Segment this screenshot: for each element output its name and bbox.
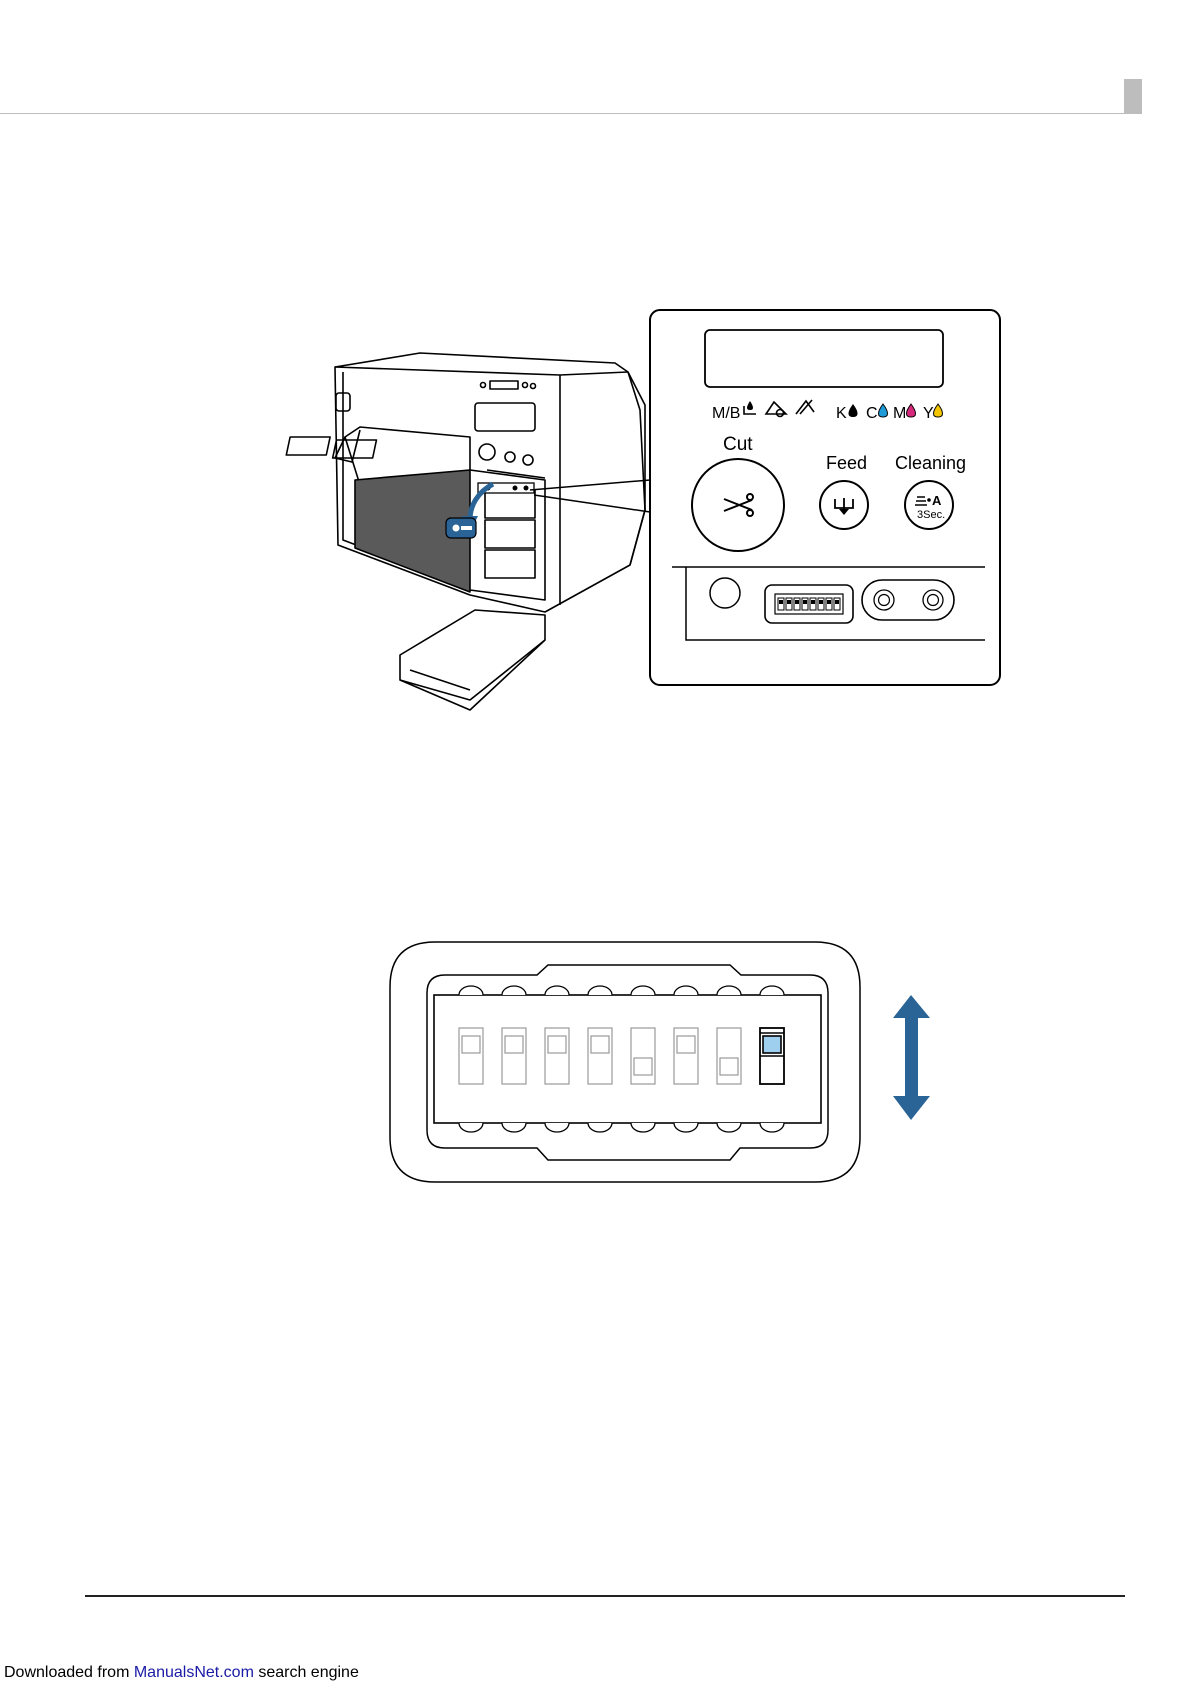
dip-pin-bottom (588, 1123, 612, 1132)
ink-m-label: M (893, 405, 906, 422)
cleaning-button (905, 481, 953, 529)
dip-switch-levers (459, 1028, 784, 1084)
up-down-arrow-icon (893, 995, 930, 1120)
dip-pin-bottom (631, 1123, 655, 1132)
dip-switch-lever[interactable] (760, 1028, 784, 1084)
dip-pin-top (545, 986, 569, 995)
footer-suffix: search engine (254, 1664, 359, 1681)
mb-indicator-label: M/B (712, 405, 740, 422)
dip-pin-top (717, 986, 741, 995)
dip-pin-top (674, 986, 698, 995)
dip-switch-lever[interactable] (631, 1028, 655, 1084)
lock-icon (446, 518, 476, 538)
dip-pin-bottom (502, 1123, 526, 1132)
panel-round-port (710, 578, 740, 608)
dip-switch-pins (459, 986, 784, 1132)
printer-illustration: M/B K C M Y Cut Feed (0, 0, 1190, 760)
dip-pin-top (588, 986, 612, 995)
dip-pin-bottom (459, 1123, 483, 1132)
dip-pin-top (459, 986, 483, 995)
cleaning-button-label: Cleaning (895, 453, 966, 473)
dip-pin-top (631, 986, 655, 995)
dip-switch-lever[interactable] (588, 1028, 612, 1084)
footer-text: Downloaded from ManualsNet.com search en… (4, 1664, 359, 1682)
operation-panel-callout: M/B K C M Y Cut Feed (650, 310, 1000, 685)
ink-k-label: K (836, 405, 847, 422)
footer-link[interactable]: ManualsNet.com (134, 1664, 254, 1681)
cleaning-hold-label: 3Sec. (917, 509, 945, 521)
dip-pin-top (502, 986, 526, 995)
panel-lcd (705, 330, 943, 387)
dip-switch-lever[interactable] (545, 1028, 569, 1084)
dip-pin-top (760, 986, 784, 995)
dip-pin-bottom (717, 1123, 741, 1132)
footer-prefix: Downloaded from (4, 1664, 134, 1681)
footer-rule (85, 1595, 1125, 1597)
feed-button-label: Feed (826, 453, 867, 473)
ink-y-label: Y (923, 405, 934, 422)
dip-switch-lever[interactable] (717, 1028, 741, 1084)
svg-text:A: A (932, 493, 942, 508)
dip-pin-bottom (760, 1123, 784, 1132)
cut-button-label: Cut (723, 434, 753, 455)
dip-switch-lever[interactable] (674, 1028, 698, 1084)
dip-switch-lever[interactable] (459, 1028, 483, 1084)
dip-switch-lever[interactable] (502, 1028, 526, 1084)
dip-switch-housing (390, 942, 860, 1182)
dip-pin-bottom (674, 1123, 698, 1132)
ink-c-label: C (866, 405, 878, 422)
dip-pin-bottom (545, 1123, 569, 1132)
